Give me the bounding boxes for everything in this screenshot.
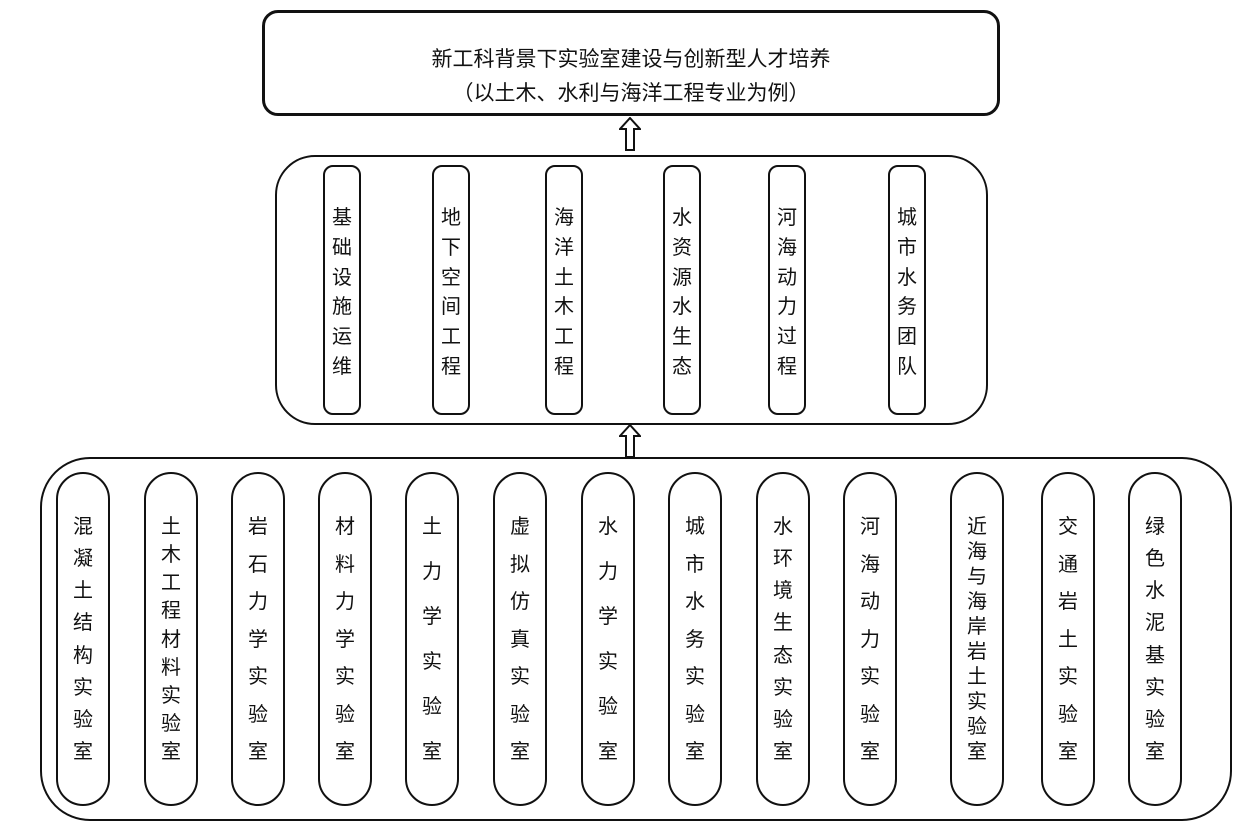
team-box: 城市水务团队 bbox=[888, 165, 926, 415]
lab-pill: 水环境生态实验室 bbox=[756, 472, 810, 806]
lab-pill: 混凝土结构实验室 bbox=[56, 472, 110, 806]
lab-label: 水环境生态实验室 bbox=[773, 514, 793, 763]
lab-label: 水力学实验室 bbox=[598, 514, 618, 763]
lab-label: 近海与海岸岩土实验室 bbox=[967, 514, 987, 763]
lab-pill: 虚拟仿真实验室 bbox=[493, 472, 547, 806]
team-label: 城市水务团队 bbox=[897, 205, 917, 378]
lab-pill: 水力学实验室 bbox=[581, 472, 635, 806]
team-box: 地下空间工程 bbox=[432, 165, 470, 415]
team-box: 水资源水生态 bbox=[663, 165, 701, 415]
lab-pill: 绿色水泥基实验室 bbox=[1128, 472, 1182, 806]
lab-label: 河海动力实验室 bbox=[860, 514, 880, 763]
teams-group-box bbox=[275, 155, 988, 425]
lab-label: 虚拟仿真实验室 bbox=[510, 514, 530, 763]
lab-pill: 河海动力实验室 bbox=[843, 472, 897, 806]
goal-title: 新工科背景下实验室建设与创新型人才培养 bbox=[431, 47, 831, 71]
lab-pill: 土力学实验室 bbox=[405, 472, 459, 806]
goal-subtitle: （以土木、水利与海洋工程专业为例） bbox=[452, 81, 810, 105]
lab-pill: 岩石力学实验室 bbox=[231, 472, 285, 806]
goal-box: 新工科背景下实验室建设与创新型人才培养 （以土木、水利与海洋工程专业为例） bbox=[262, 10, 1000, 116]
team-box: 海洋土木工程 bbox=[545, 165, 583, 415]
up-arrow-icon bbox=[619, 117, 641, 151]
lab-pill: 材料力学实验室 bbox=[318, 472, 372, 806]
lab-label: 交通岩土实验室 bbox=[1058, 514, 1078, 763]
lab-label: 城市水务实验室 bbox=[685, 514, 705, 763]
lab-label: 混凝土结构实验室 bbox=[73, 514, 93, 763]
team-label: 基础设施运维 bbox=[332, 205, 352, 378]
team-label: 水资源水生态 bbox=[672, 205, 692, 378]
team-label: 海洋土木工程 bbox=[554, 205, 574, 378]
lab-pill: 近海与海岸岩土实验室 bbox=[950, 472, 1004, 806]
lab-label: 绿色水泥基实验室 bbox=[1145, 514, 1165, 763]
lab-label: 材料力学实验室 bbox=[335, 514, 355, 763]
team-label: 地下空间工程 bbox=[441, 205, 461, 378]
lab-label: 岩石力学实验室 bbox=[248, 514, 268, 763]
team-label: 河海动力过程 bbox=[777, 205, 797, 378]
team-box: 基础设施运维 bbox=[323, 165, 361, 415]
lab-pill: 土木工程材料实验室 bbox=[144, 472, 198, 806]
lab-label: 土木工程材料实验室 bbox=[161, 514, 181, 763]
up-arrow-icon bbox=[619, 424, 641, 458]
lab-pill: 交通岩土实验室 bbox=[1041, 472, 1095, 806]
team-box: 河海动力过程 bbox=[768, 165, 806, 415]
lab-pill: 城市水务实验室 bbox=[668, 472, 722, 806]
lab-label: 土力学实验室 bbox=[422, 514, 442, 763]
